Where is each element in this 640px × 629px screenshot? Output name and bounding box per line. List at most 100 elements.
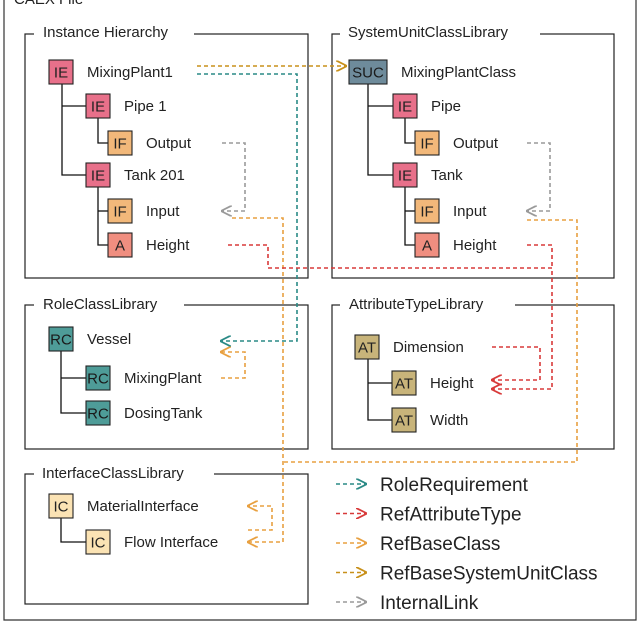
node-tag: IF bbox=[420, 204, 433, 221]
node-rc-mixing: RC MixingPlant bbox=[85, 365, 202, 391]
node-badge bbox=[85, 93, 111, 119]
panel-attribute-type-library: AttributeTypeLibrary bbox=[331, 293, 615, 450]
node-at-width: AT Width bbox=[391, 407, 468, 433]
node-tag: IE bbox=[398, 99, 412, 116]
node-label: Flow Interface bbox=[124, 534, 218, 551]
node-tag: IC bbox=[54, 499, 69, 516]
node-label: Height bbox=[146, 237, 190, 254]
link-internallink-ih bbox=[222, 142, 246, 211]
link-internallink-suc bbox=[527, 142, 551, 211]
node-label: Height bbox=[453, 237, 497, 254]
node-at-height: AT Height bbox=[391, 370, 474, 396]
node-suc-input: IF Input bbox=[414, 198, 487, 224]
node-ih-input: IF Input bbox=[107, 198, 180, 224]
node-label: MixingPlant1 bbox=[87, 64, 173, 81]
link-refattributetype-ih-height bbox=[228, 244, 553, 389]
node-suc-pipe: IE Pipe bbox=[392, 93, 461, 119]
legend-item-rolerequirement: RoleRequirement bbox=[336, 475, 529, 496]
node-badge bbox=[85, 365, 111, 391]
node-label: MaterialInterface bbox=[87, 498, 199, 515]
node-label: Input bbox=[453, 203, 487, 220]
node-tag: IE bbox=[91, 168, 105, 185]
node-label: Output bbox=[146, 135, 192, 152]
node-badge bbox=[392, 162, 418, 188]
link-refattributetype-dimension bbox=[492, 346, 541, 380]
node-label: Output bbox=[453, 135, 499, 152]
panel-title-instance-hierarchy: Instance Hierarchy bbox=[43, 24, 169, 41]
node-ih-pipe: IE Pipe 1 bbox=[85, 93, 167, 119]
legend-item-internallink: InternalLink bbox=[336, 593, 479, 614]
node-ic-material: IC MaterialInterface bbox=[48, 493, 199, 519]
panel-title-attribute-type-library: AttributeTypeLibrary bbox=[349, 296, 484, 313]
node-tag: RC bbox=[87, 406, 109, 423]
node-tag: IF bbox=[113, 204, 126, 221]
node-label: Width bbox=[430, 412, 468, 429]
node-label: MixingPlant bbox=[124, 370, 202, 387]
node-tag: IF bbox=[113, 136, 126, 153]
node-tag: AT bbox=[358, 340, 376, 357]
legend-item-refbaseclass: RefBaseClass bbox=[336, 534, 500, 555]
node-rc-vessel: RC Vessel bbox=[48, 326, 131, 352]
node-label: MixingPlantClass bbox=[401, 64, 516, 81]
legend-item-refbasesystemunitclass: RefBaseSystemUnitClass bbox=[336, 564, 598, 585]
node-badge bbox=[85, 529, 111, 555]
link-refbaseclass-mixingplant bbox=[221, 352, 246, 379]
panel-instance-hierarchy: Instance Hierarchy bbox=[24, 22, 309, 279]
node-badge bbox=[48, 493, 74, 519]
link-refattributetype-suc-height bbox=[527, 244, 553, 268]
node-badge bbox=[414, 198, 440, 224]
node-ih-plant: IE MixingPlant1 bbox=[48, 59, 173, 85]
node-tag: IF bbox=[420, 136, 433, 153]
node-badge bbox=[391, 407, 417, 433]
node-label: Vessel bbox=[87, 331, 131, 348]
node-badge bbox=[391, 370, 417, 396]
node-label: DosingTank bbox=[124, 405, 203, 422]
panel-title-role-class-library: RoleClassLibrary bbox=[43, 296, 158, 313]
node-rc-dosing: RC DosingTank bbox=[85, 400, 203, 426]
node-badge bbox=[48, 59, 74, 85]
node-badge bbox=[414, 130, 440, 156]
node-tag: A bbox=[115, 238, 125, 255]
node-badge bbox=[354, 334, 380, 360]
node-badge bbox=[85, 162, 111, 188]
node-tag: AT bbox=[395, 376, 413, 393]
node-badge bbox=[392, 93, 418, 119]
legend-label: RefBaseClass bbox=[380, 534, 500, 555]
node-ih-output: IF Output bbox=[107, 130, 192, 156]
node-tag: SUC bbox=[352, 65, 384, 82]
node-tag: RC bbox=[50, 332, 72, 349]
node-badge bbox=[48, 326, 74, 352]
node-badge bbox=[348, 59, 388, 85]
link-refbaseclass-suc-input bbox=[283, 219, 578, 463]
legend-label: RefAttributeType bbox=[380, 505, 522, 526]
node-label: Pipe bbox=[431, 98, 461, 115]
node-label: Dimension bbox=[393, 339, 464, 356]
node-badge bbox=[85, 400, 111, 426]
panel-system-unit-class-library: SystemUnitClassLibrary bbox=[331, 22, 615, 279]
node-badge bbox=[107, 232, 133, 258]
node-label: Pipe 1 bbox=[124, 98, 167, 115]
node-tag: IE bbox=[54, 65, 68, 82]
link-refbaseclass-ih-input bbox=[232, 217, 284, 542]
legend-label: RoleRequirement bbox=[380, 475, 529, 496]
node-tag: RC bbox=[87, 371, 109, 388]
link-rolerequirement-plant bbox=[197, 73, 298, 341]
node-label: Height bbox=[430, 375, 474, 392]
node-tag: IE bbox=[91, 99, 105, 116]
node-badge bbox=[107, 198, 133, 224]
legend: RoleRequirementRefAttributeTypeRefBaseCl… bbox=[336, 475, 598, 614]
panel-title-system-unit-class-library: SystemUnitClassLibrary bbox=[348, 24, 509, 41]
node-ih-height: A Height bbox=[107, 232, 190, 258]
panel-role-class-library: RoleClassLibrary bbox=[24, 293, 309, 450]
node-label: Input bbox=[146, 203, 180, 220]
link-refbaseclass-flow bbox=[248, 506, 273, 531]
node-tag: AT bbox=[395, 413, 413, 430]
tree-connectors bbox=[60, 82, 415, 543]
